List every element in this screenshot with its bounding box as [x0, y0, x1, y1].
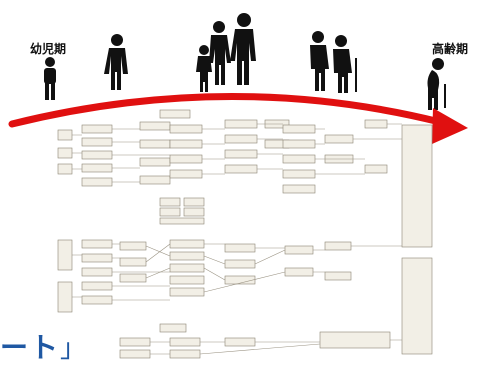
elderly-couple-icon	[310, 31, 357, 93]
title-text: ート	[0, 331, 61, 364]
child-silhouette-icon	[44, 57, 56, 100]
arc-arrowhead	[432, 108, 468, 144]
life-stage-arc	[8, 93, 444, 128]
stage-label-old-age: 高齢期	[432, 42, 469, 56]
partial-title: ート」	[0, 326, 88, 366]
youth-silhouette-icon	[104, 34, 128, 90]
flowchart-connectors	[72, 123, 402, 355]
stage-label-early-childhood: 幼児期	[30, 42, 67, 56]
elderly-cane-icon	[427, 58, 446, 110]
family-silhouette-icon	[196, 13, 256, 92]
flowchart-document	[57, 109, 433, 359]
title-bracket: 」	[60, 334, 89, 364]
